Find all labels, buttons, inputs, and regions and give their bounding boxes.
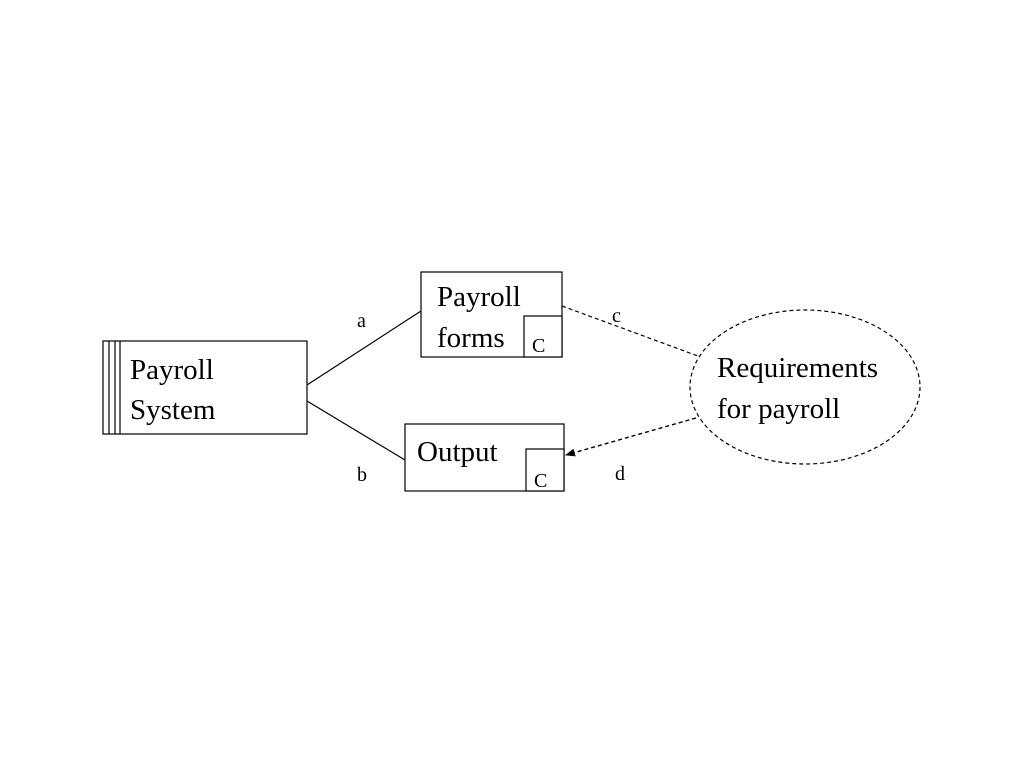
edge-b-label: b [357, 464, 367, 486]
payroll-forms-label-line1: Payroll [437, 281, 521, 313]
edge-c[interactable]: c [561, 305, 699, 357]
output-tag-box [525, 448, 565, 492]
edge-d[interactable]: d [565, 417, 697, 485]
payroll-system-label-line2: System [130, 394, 216, 426]
edge-b-line [306, 400, 406, 461]
requirements-label-line2: for payroll [717, 393, 840, 425]
edge-c-line [561, 305, 699, 357]
node-payroll-system[interactable]: Payroll System [102, 340, 308, 435]
edge-a-label: a [357, 310, 366, 332]
edge-d-label: d [615, 463, 625, 485]
requirements-ellipse [689, 309, 921, 465]
node-output[interactable]: Output C [404, 423, 565, 492]
node-payroll-forms[interactable]: Payroll forms C [420, 271, 563, 358]
edge-d-line [565, 417, 697, 457]
payroll-system-box [102, 340, 308, 435]
payroll-system-label-line1: Payroll [130, 354, 214, 386]
output-tag-label: C [534, 470, 547, 492]
node-requirements[interactable]: Requirements for payroll [689, 309, 921, 465]
edge-a-line [306, 310, 422, 386]
edge-c-label: c [612, 305, 621, 327]
edge-b[interactable]: b [306, 400, 406, 486]
payroll-forms-label-line2: forms [437, 322, 505, 354]
edge-a[interactable]: a [306, 310, 422, 386]
requirements-label-line1: Requirements [717, 352, 878, 384]
payroll-forms-tag-box [523, 315, 563, 358]
payroll-forms-tag-label: C [532, 335, 545, 357]
output-label: Output [417, 436, 498, 468]
